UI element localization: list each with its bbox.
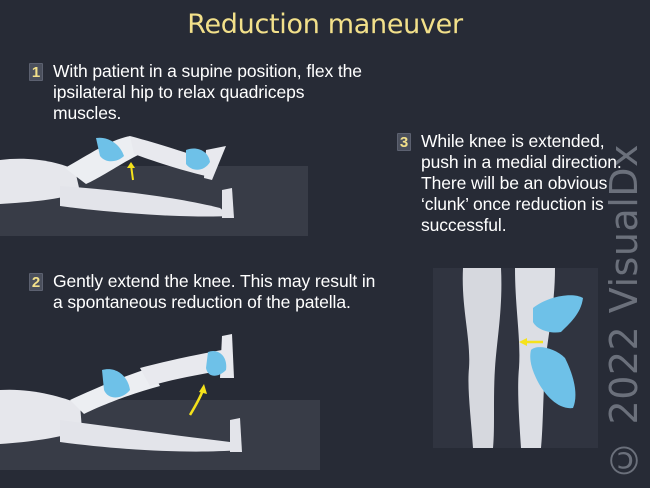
step-text: While knee is extended, push in a medial… — [421, 131, 622, 235]
step-number-badge: 1 — [29, 63, 43, 81]
legs-front-view — [462, 268, 583, 448]
step-number-badge: 2 — [29, 273, 43, 291]
patient-figure-1 — [0, 136, 234, 218]
illustration-medial-push — [433, 268, 598, 448]
step-number-badge: 3 — [397, 133, 411, 151]
step-3: 3 While knee is extended, push in a medi… — [397, 131, 627, 236]
illustration-hip-flexed — [0, 120, 320, 250]
step-1: 1 With patient in a supine position, fle… — [29, 61, 369, 124]
copyright-watermark: © 2022 VisualDx — [602, 144, 646, 482]
illustration-knee-extended — [0, 320, 330, 480]
step-2: 2 Gently extend the knee. This may resul… — [29, 271, 389, 313]
step-text: Gently extend the knee. This may result … — [53, 271, 376, 312]
patient-figure-2 — [0, 334, 242, 452]
step-text: With patient in a supine position, flex … — [53, 61, 362, 123]
page-title: Reduction maneuver — [187, 9, 463, 40]
